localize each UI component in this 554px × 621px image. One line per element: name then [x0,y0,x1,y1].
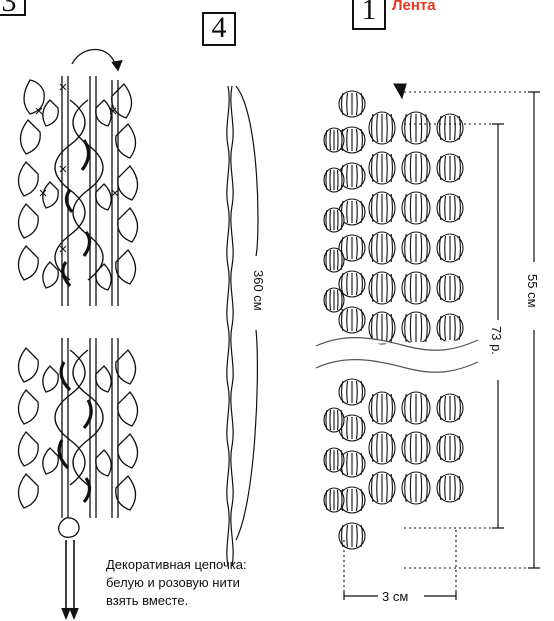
shell-stitch-line [330,250,331,270]
shell-stitch-line [330,170,331,190]
diagram-4-length-bracket [236,86,258,540]
diagram-3-lower-leaves [18,348,137,510]
shell-stitch-line [330,290,331,310]
diagram-4-chain [227,86,258,566]
diagram-3-top-loop [72,49,116,68]
shell-stitch-line [330,210,331,230]
diagram-1-height-label: 55 см [525,274,540,308]
note-line-1: Декоративная цепочка: [106,556,247,574]
diagram-3-x-marks [36,84,118,252]
diagram-1-break-band [316,338,478,373]
shell-stitch-line [330,450,331,470]
diagram-4-length-label: 360 см [251,270,266,311]
diagram-1-start-marker [394,84,406,98]
shell-stitch-line [330,490,331,510]
note-line-2: белую и розовую нити [106,574,247,592]
shell-stitch-line [338,450,339,470]
shell-stitch-line [338,490,339,510]
decorative-chain-note: Декоративная цепочка: белую и розовую ни… [106,556,247,610]
note-line-3: взять вместе. [106,592,247,610]
shell-stitch-line [330,130,331,150]
shell-stitch-line [338,410,339,430]
shell-stitch-line [330,410,331,430]
diagram-3-tail-loop [59,518,79,538]
diagram-3-chain-arrows [62,540,78,618]
diagram-3-chart [18,49,137,618]
shell-stitch-line [338,170,339,190]
diagram-1-rows-label: 73 р. [489,326,504,355]
diagram-3-upper-leaves [18,80,137,290]
diagram-1-width-label: 3 см [382,589,408,604]
diagram-1-shell-columns [324,91,463,549]
shell-stitch-line [338,210,339,230]
shell-stitch-line [338,130,339,150]
shell-stitch-line [338,290,339,310]
shell-stitch-line [338,250,339,270]
diagram-1-ribbon [316,84,540,600]
